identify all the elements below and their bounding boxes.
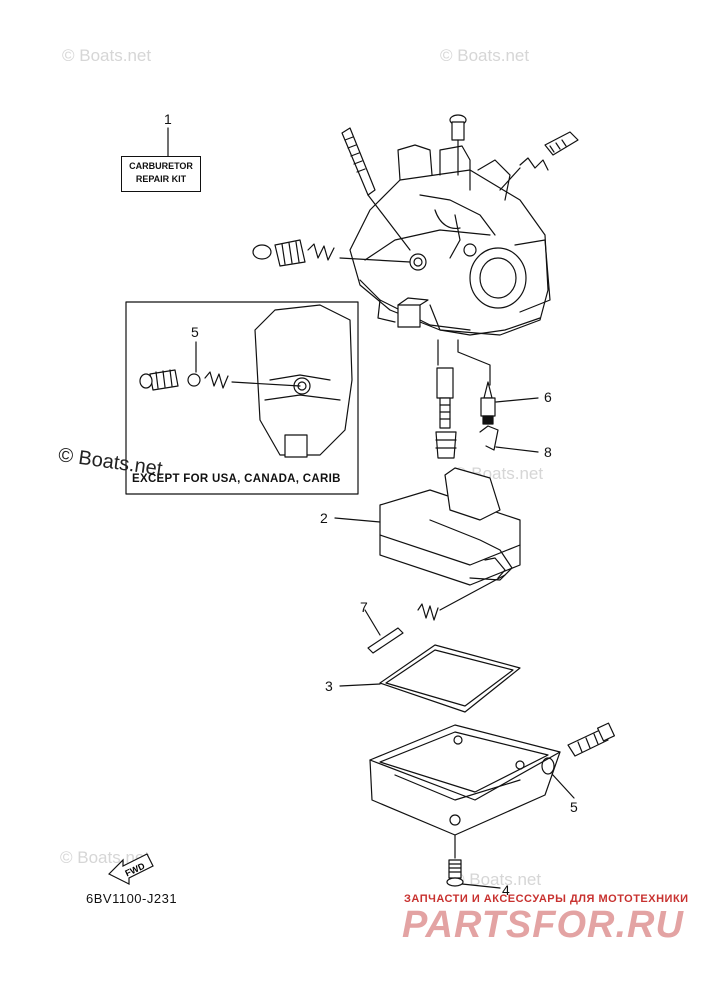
needle-leader: [437, 339, 491, 386]
callout-5: 5: [570, 799, 578, 815]
part-code: 6BV1100-J231: [86, 891, 178, 906]
brand-subtitle: ЗАПЧАСТИ И АКСЕССУАРЫ ДЛЯ МОТОТЕХНИКИ: [404, 893, 689, 905]
gasket: [339, 644, 521, 713]
brand-logo: PARTSFOR.RU: [402, 904, 684, 946]
callout-1: 1: [164, 111, 172, 127]
upper-left-screw: [341, 127, 411, 251]
top-screw: [449, 114, 467, 176]
callout-2: 2: [320, 510, 328, 526]
callout-7: 7: [360, 599, 368, 615]
callout-5-inset: 5: [191, 324, 199, 340]
callout-3: 3: [325, 678, 333, 694]
float-spring: [417, 603, 439, 621]
repair-kit-label: CARBURETOR REPAIR KIT: [121, 156, 201, 192]
callout-4: 4: [502, 882, 510, 898]
inset-note: EXCEPT FOR USA, CANADA, CARIB: [132, 473, 341, 485]
watermark-bottom-right: © Boats.net: [452, 870, 542, 889]
bowl-screw: [446, 834, 501, 889]
float: [334, 467, 521, 611]
inset-box: [125, 301, 359, 495]
watermark-top-left: © Boats.net: [62, 46, 152, 65]
float-pin: [364, 609, 404, 654]
upper-right-spring-screw: [499, 131, 579, 191]
watermark-top-right: © Boats.net: [440, 46, 530, 65]
callout-6: 6: [544, 389, 552, 405]
drain-screw: [541, 722, 615, 799]
float-chamber: [369, 724, 561, 836]
needle-valve: [480, 381, 539, 425]
callout-8: 8: [544, 444, 552, 460]
main-jet: [435, 367, 457, 459]
repair-kit-line1: CARBURETOR: [129, 161, 193, 171]
fwd-arrow-icon: FWD: [107, 846, 157, 891]
carburetor-body: [349, 144, 551, 336]
repair-kit-line2: REPAIR KIT: [135, 174, 187, 184]
pilot-screw: [252, 239, 411, 267]
clip: [479, 425, 539, 453]
watermark-bottom-left: © Boats.net: [60, 848, 150, 867]
